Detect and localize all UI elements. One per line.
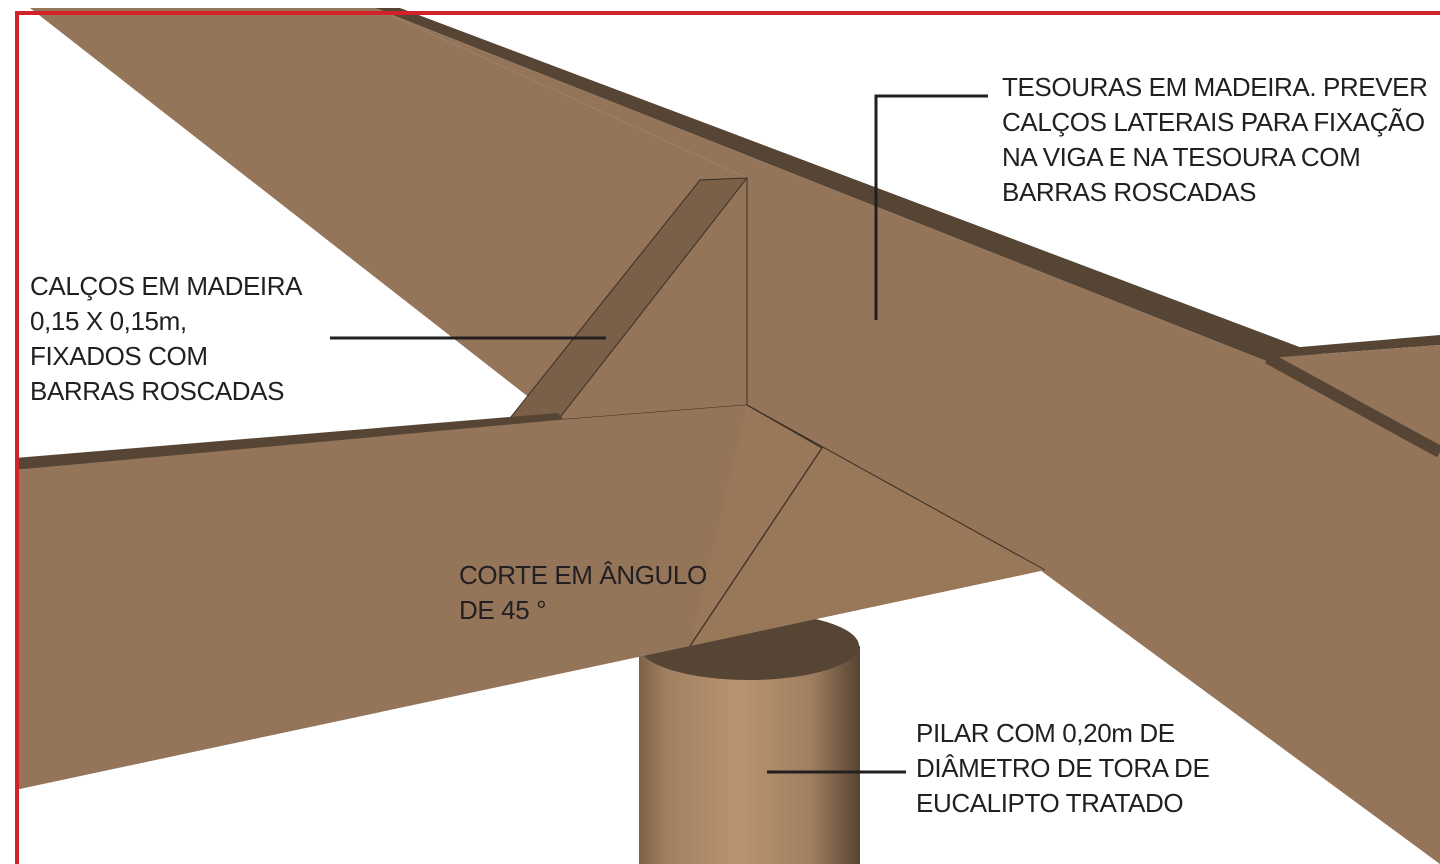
truss-rafter-right — [375, 8, 1440, 864]
side-block — [509, 177, 748, 421]
annotation-tesouras-line-3: NA VIGA E NA TESOURA COM — [1002, 142, 1361, 172]
annotation-tesouras: TESOURAS EM MADEIRA. PREVER CALÇOS LATER… — [1002, 70, 1428, 210]
pillar — [639, 612, 860, 864]
main-beam-top-edge — [15, 413, 565, 470]
pillar-body — [639, 646, 860, 864]
cross-beam-right-top-edge — [1265, 335, 1440, 358]
side-block-ridge-line — [557, 177, 748, 421]
annotation-calcos-line-4: BARRAS ROSCADAS — [30, 376, 285, 406]
annotation-pilar-line-1: PILAR COM 0,20m DE — [916, 718, 1175, 748]
annotation-corte-line-2: DE 45 ° — [459, 595, 547, 625]
cross-beam-right — [1265, 335, 1440, 458]
annotation-pilar: PILAR COM 0,20m DE DIÂMETRO DE TORA DE E… — [916, 716, 1210, 821]
annotation-calcos: CALÇOS EM MADEIRA 0,15 X 0,15m, FIXADOS … — [30, 269, 302, 409]
side-block-dark-face — [510, 178, 747, 420]
cross-beam-right-edge-line — [1265, 352, 1440, 458]
miter-cut-face — [690, 405, 1045, 646]
annotation-tesouras-line-2: CALÇOS LATERAIS PARA FIXAÇÃO — [1002, 107, 1425, 137]
annotation-corte: CORTE EM ÂNGULO DE 45 ° — [459, 558, 707, 628]
annotation-calcos-line-3: FIXADOS COM — [30, 341, 208, 371]
annotation-calcos-line-1: CALÇOS EM MADEIRA — [30, 271, 303, 301]
annotation-corte-line-1: CORTE EM ÂNGULO — [459, 560, 707, 590]
truss-rafter-left — [30, 8, 747, 420]
annotation-calcos-line-2: 0,15 X 0,15m, — [30, 306, 187, 336]
main-beam — [15, 404, 1046, 790]
leader-lines — [330, 94, 988, 774]
annotation-tesouras-line-1: TESOURAS EM MADEIRA. PREVER — [1002, 72, 1428, 102]
annotation-pilar-line-3: EUCALIPTO TRATADO — [916, 788, 1184, 818]
beam-joint-line — [746, 404, 1046, 571]
annotation-tesouras-line-4: BARRAS ROSCADAS — [1002, 177, 1257, 207]
annotation-pilar-line-2: DIÂMETRO DE TORA DE — [916, 753, 1210, 783]
leader-line-tesouras — [874, 94, 988, 320]
frame-border — [15, 11, 1440, 864]
